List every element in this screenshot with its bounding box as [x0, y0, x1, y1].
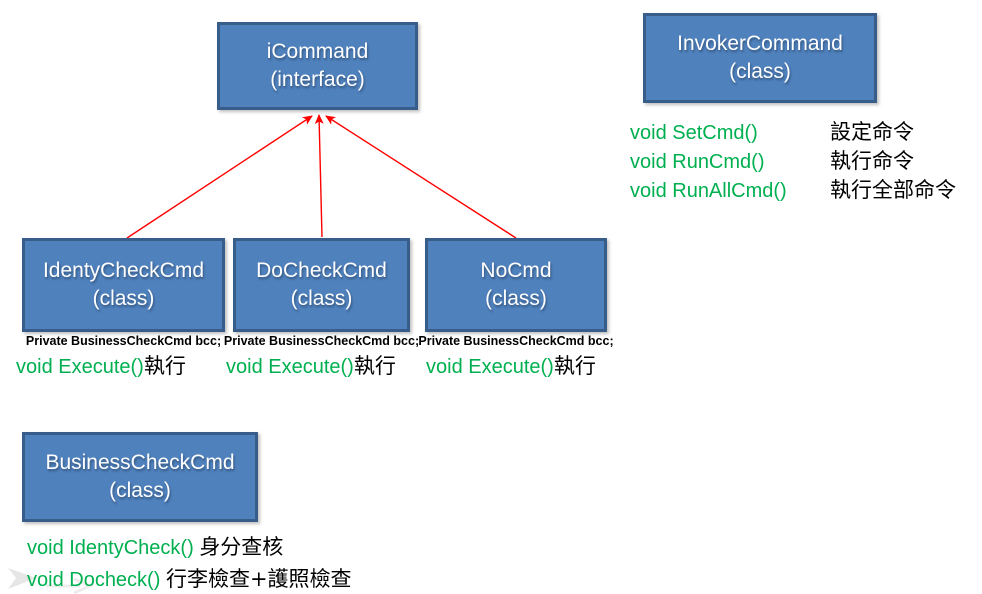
arrow-docheck-to-icommand	[314, 114, 324, 238]
class-title: NoCmd	[480, 259, 552, 282]
method-signature: void Execute()	[426, 356, 554, 378]
method-line-execute: void Execute()執行	[16, 350, 186, 380]
method-signature: void RunCmd()	[630, 151, 765, 173]
method-annotation-zh: 執行	[553, 354, 596, 378]
method-signature: void SetCmd()	[630, 122, 758, 144]
class-box-nocmd: NoCmd (class)	[425, 238, 607, 332]
arrow-nocmd-to-icommand	[325, 115, 517, 239]
class-box-businesscheckcmd: BusinessCheckCmd (class)	[22, 432, 258, 522]
class-box-docheckcmd: DoCheckCmd (class)	[233, 238, 410, 332]
method-annotation-zh: 執行命令	[830, 149, 914, 173]
method-annotation-zh: 執行	[353, 354, 396, 378]
class-title: InvokerCommand	[677, 32, 843, 55]
class-stereotype: (class)	[729, 60, 791, 83]
field-line: Private BusinessCheckCmd bcc;	[418, 334, 614, 348]
field-line: Private BusinessCheckCmd bcc;	[25, 334, 222, 348]
class-box-identycheckcmd: IdentyCheckCmd (class)	[22, 238, 225, 332]
method-line-identycheck: void IdentyCheck() 身分查核	[27, 531, 283, 561]
class-box-invokercommand: InvokerCommand (class)	[643, 13, 877, 103]
class-stereotype: (interface)	[270, 68, 365, 91]
method-line-execute: void Execute()執行	[426, 350, 596, 380]
method-signature: void Execute()	[16, 356, 144, 378]
class-stereotype: (class)	[92, 287, 155, 310]
method-line-setcmd: void SetCmd() 設定命令	[630, 118, 956, 147]
method-annotation-zh: 行李檢查+護照檢查	[165, 567, 352, 591]
method-annotation-zh: 執行	[143, 354, 186, 378]
inheritance-arrows	[126, 114, 517, 239]
field-line: Private BusinessCheckCmd bcc;	[223, 334, 420, 348]
method-annotation-zh: 身分查核	[199, 535, 284, 559]
class-title: iCommand	[266, 40, 369, 63]
class-stereotype: (class)	[109, 479, 171, 502]
arrow-identycheck-to-icommand	[126, 115, 313, 239]
method-signature: void Execute()	[226, 356, 354, 378]
method-line-docheck: void Docheck() 行李檢查+護照檢查	[27, 563, 352, 593]
method-signature: void IdentyCheck()	[27, 537, 194, 559]
method-annotation-zh: 設定命令	[830, 120, 914, 144]
class-title: DoCheckCmd	[256, 259, 387, 282]
class-title: IdentyCheckCmd	[42, 259, 205, 282]
class-stereotype: (class)	[485, 287, 547, 310]
class-box-icommand: iCommand (interface)	[217, 22, 418, 110]
method-annotation-zh: 執行全部命令	[830, 178, 956, 202]
invoker-method-list: void SetCmd() 設定命令 void RunCmd() 執行命令 void…	[630, 118, 956, 205]
method-line-execute: void Execute()執行	[226, 350, 396, 380]
class-title: BusinessCheckCmd	[45, 451, 235, 474]
class-stereotype: (class)	[290, 287, 353, 310]
method-line-runcmd: void RunCmd() 執行命令	[630, 147, 956, 176]
method-line-runallcmd: void RunAllCmd() 執行全部命令	[630, 176, 956, 205]
method-signature: void Docheck()	[27, 569, 161, 591]
method-signature: void RunAllCmd()	[630, 180, 787, 202]
